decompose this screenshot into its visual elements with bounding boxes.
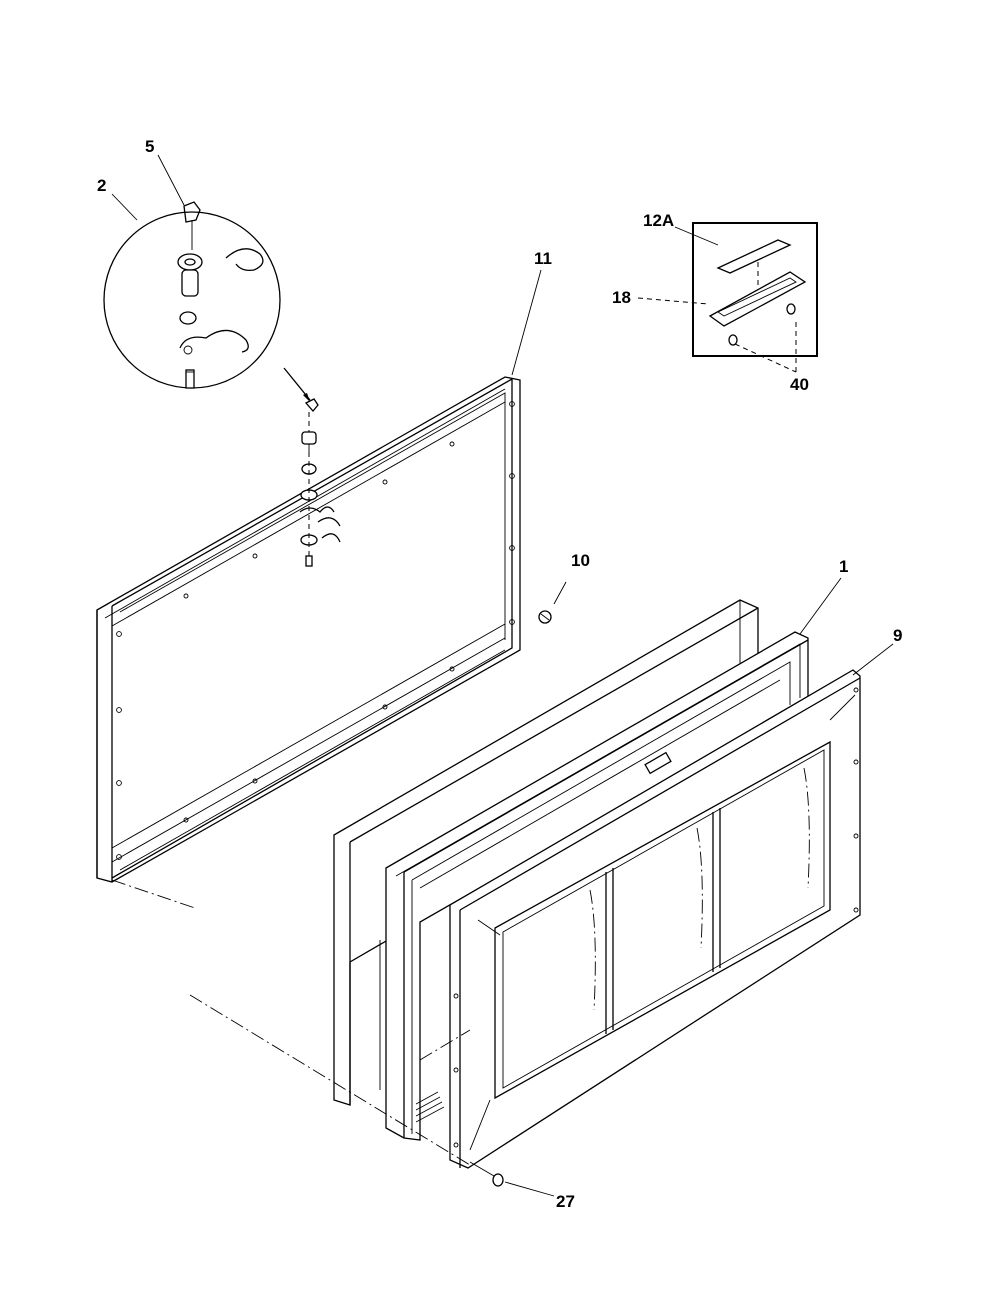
hinge-assembly [299, 398, 341, 567]
hinge-detail-circle [103, 201, 281, 389]
projection-lines [189, 994, 471, 1166]
label-part-10: 10 [571, 551, 590, 570]
screw-part-27 [469, 1161, 504, 1187]
label-part-40: 40 [790, 375, 809, 394]
outer-door-part-9 [449, 669, 861, 1169]
label-part-11: 11 [534, 249, 552, 268]
label-part-2: 2 [97, 176, 106, 195]
label-part-5: 5 [145, 137, 154, 156]
label-part-1: 1 [839, 557, 848, 576]
part-labels: 5 2 11 12A 18 40 10 1 9 27 [97, 137, 902, 1211]
bumper-part-10 [538, 581, 567, 624]
detail-arrow-icon [303, 393, 310, 402]
label-part-9: 9 [893, 626, 902, 645]
label-part-12a: 12A [643, 211, 674, 230]
handle-inset-box [692, 222, 818, 357]
label-part-27: 27 [556, 1192, 575, 1211]
leader-lines [111, 154, 894, 1197]
label-part-18: 18 [612, 288, 631, 307]
